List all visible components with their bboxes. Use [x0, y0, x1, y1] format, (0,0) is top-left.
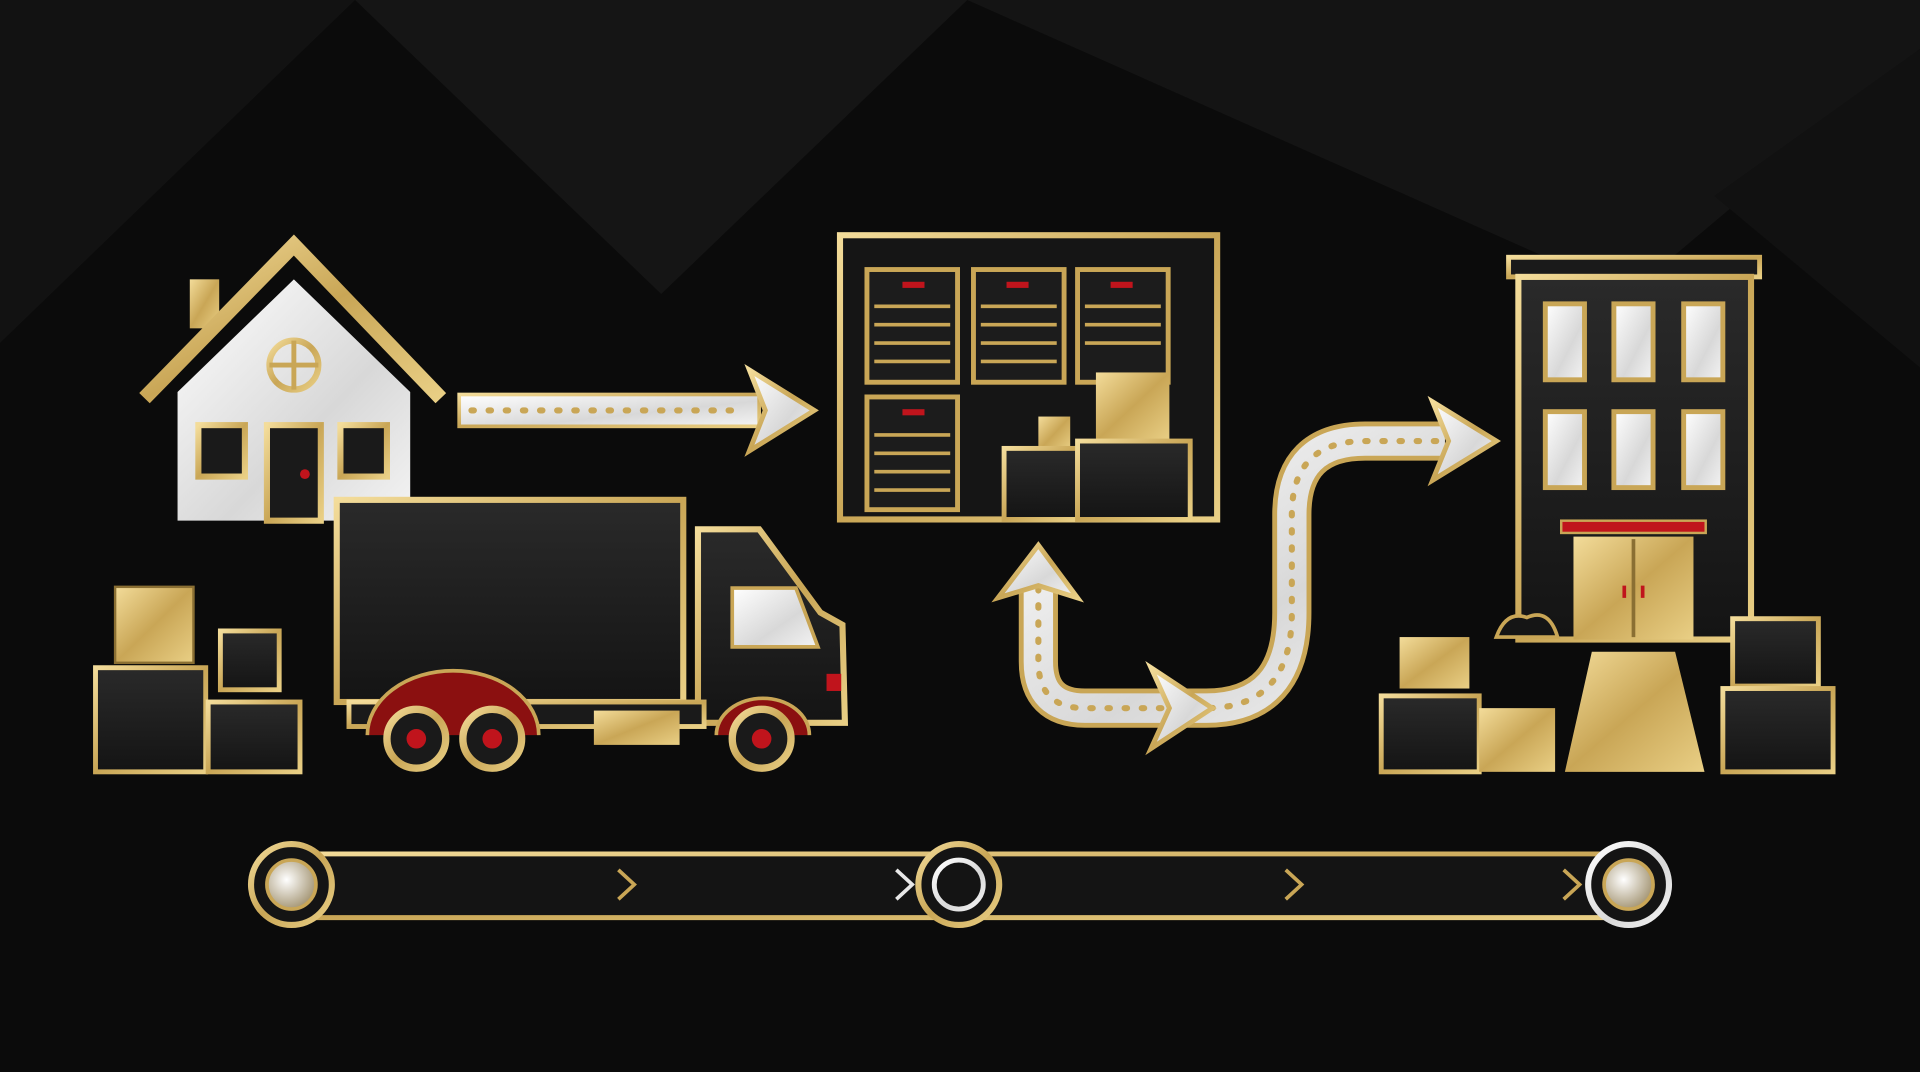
- timeline-node-end: [1585, 841, 1673, 929]
- straight-arrow-icon: [457, 363, 819, 457]
- house-icon: [139, 234, 447, 526]
- building-windows: [1542, 301, 1726, 491]
- storage-warehouse-icon: [817, 232, 1243, 525]
- boxes-right-icon: [1359, 616, 1852, 777]
- boxes-left-icon: [71, 585, 860, 777]
- truck-wheels: [383, 705, 795, 772]
- timeline-node-start: [247, 841, 335, 929]
- curved-arrow-icon: [991, 395, 1501, 756]
- apartment-building-icon: [1487, 254, 1763, 772]
- timeline-node-middle: [915, 841, 1003, 929]
- moving-truck-icon: [333, 496, 849, 772]
- progress-timeline: [247, 841, 1673, 929]
